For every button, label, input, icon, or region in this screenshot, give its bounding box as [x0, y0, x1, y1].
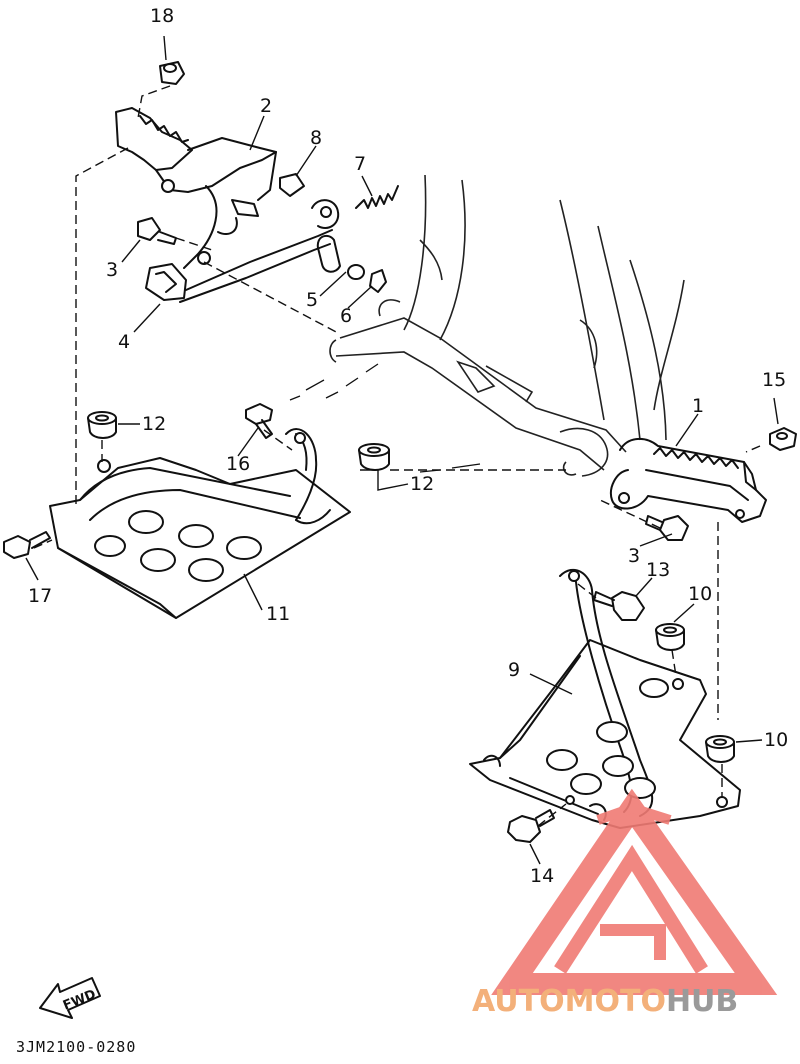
- bolt-13: [593, 591, 645, 621]
- callout-numbers: 18 2 8 7 3 5 6 4 12 16 12 17 11 1 15 3 1…: [28, 5, 788, 887]
- callout-4: 4: [118, 331, 130, 353]
- watermark-text-part1: AUTOMOTO: [472, 984, 666, 1019]
- callout-10-lower: 10: [764, 729, 788, 751]
- bolt-17: [3, 531, 51, 559]
- bolt-14: [507, 809, 555, 843]
- frame-outline: [289, 174, 685, 477]
- right-footrest-bracket: [610, 438, 767, 523]
- callout-14: 14: [530, 865, 554, 887]
- brake-pedal: [145, 199, 340, 303]
- callout-16: 16: [226, 453, 250, 475]
- watermark-logo: [491, 788, 778, 995]
- bolt-16: [245, 403, 273, 439]
- callout-3-right: 3: [628, 545, 640, 567]
- grommet-12-center: [358, 443, 390, 471]
- callout-leaders: [25, 35, 779, 865]
- callout-12-left: 12: [142, 413, 166, 435]
- fwd-label: FWD: [61, 987, 98, 1014]
- grommet-10-upper: [655, 623, 685, 651]
- callout-18: 18: [150, 5, 174, 27]
- callout-12-center: 12: [410, 473, 434, 495]
- callout-2: 2: [260, 95, 272, 117]
- watermark-text-part2: HUB: [666, 984, 738, 1019]
- grommet-12-left: [87, 411, 117, 439]
- assembly-lines: [33, 85, 761, 827]
- left-footrest-bracket: [115, 107, 277, 269]
- left-footrest-guard: [49, 428, 351, 619]
- fwd-arrow: FWD: [39, 977, 101, 1019]
- callout-6: 6: [340, 305, 352, 327]
- nut-18: [159, 61, 185, 85]
- callout-5: 5: [306, 289, 318, 311]
- bolt-3-right: [645, 515, 689, 541]
- nut-15: [769, 427, 797, 451]
- callout-11: 11: [266, 603, 290, 625]
- grommet-10-lower: [705, 735, 735, 763]
- callout-8: 8: [310, 127, 322, 149]
- drawing-code: 3JM2100-0280: [16, 1038, 136, 1056]
- right-footrest-guard: [469, 569, 741, 829]
- callout-3-left: 3: [106, 259, 118, 281]
- callout-1: 1: [692, 395, 704, 417]
- collar-5-washer-6: [316, 234, 387, 293]
- watermark-text: AUTOMOTOHUB: [472, 984, 738, 1019]
- callout-13: 13: [646, 559, 670, 581]
- callout-9: 9: [508, 659, 520, 681]
- callout-10-upper: 10: [688, 583, 712, 605]
- callout-15: 15: [762, 369, 786, 391]
- callout-7: 7: [354, 153, 366, 175]
- pivot-shaft-8: [231, 173, 305, 217]
- callout-17: 17: [28, 585, 52, 607]
- bolt-3-left: [137, 217, 177, 245]
- spring-7: [355, 185, 399, 209]
